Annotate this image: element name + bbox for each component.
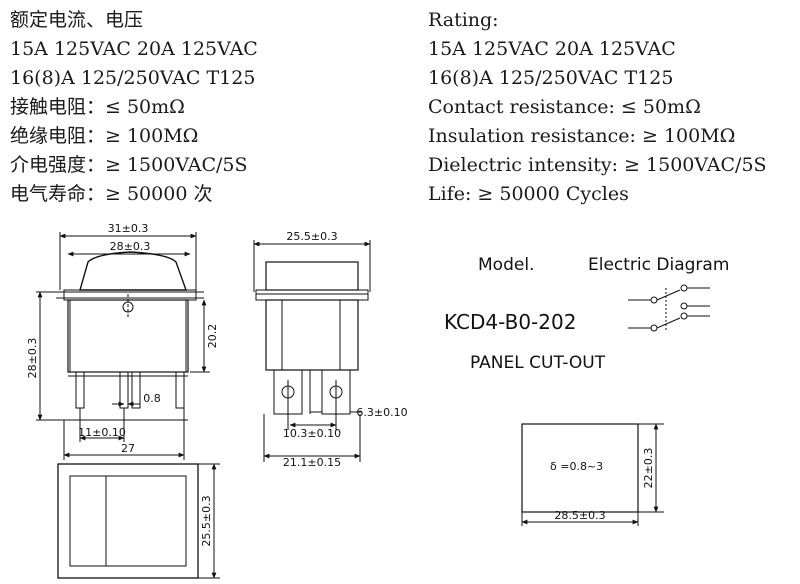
dim-side-top: 25.5±0.3 <box>286 230 337 243</box>
model-label: Model. <box>478 255 534 275</box>
panel-cutout-label: PANEL CUT-OUT <box>470 353 606 373</box>
dim-side-inner: 10.3±0.10 <box>283 427 341 440</box>
dim-top-outer: 31±0.3 <box>108 222 149 235</box>
spec-cn-contact: 接触电阻：≤ 50mΩ <box>10 96 185 118</box>
front-view <box>36 232 210 460</box>
dim-bottom-height: 25.5±0.3 <box>200 495 213 546</box>
dim-cutout-height: 22±0.3 <box>642 448 655 489</box>
spec-cn-insulation: 绝缘电阻：≥ 100MΩ <box>10 125 199 147</box>
spec-en-contact: Contact resistance: ≤ 50mΩ <box>428 96 701 118</box>
dim-cutout-width: 28.5±0.3 <box>554 509 605 522</box>
panel-cutout <box>521 423 664 526</box>
dim-side-bottom: 21.1±0.15 <box>283 456 341 469</box>
spec-cn-life: 电气寿命：≥ 50000 次 <box>10 183 213 205</box>
dim-front-bottom: 27 <box>121 442 135 455</box>
spec-en-rating-2: 16(8)A 125/250VAC T125 <box>428 67 674 89</box>
electric-diagram-label: Electric Diagram <box>588 255 729 275</box>
spec-en-insulation: Insulation resistance: ≥ 100MΩ <box>428 125 736 147</box>
side-view <box>253 240 371 462</box>
spec-cn-rating-2: 16(8)A 125/250VAC T125 <box>10 67 256 89</box>
spec-en-rating: Rating: <box>428 9 499 31</box>
spec-en-rating-1: 15A 125VAC 20A 125VAC <box>428 38 676 60</box>
spec-cn-rating-1: 15A 125VAC 20A 125VAC <box>10 38 258 60</box>
top-view <box>57 463 220 579</box>
cutout-thickness: δ =0.8~3 <box>550 460 603 473</box>
model-number: KCD4-B0-202 <box>444 310 576 334</box>
spec-cn-dielectric: 介电强度：≥ 1500VAC/5S <box>10 154 248 176</box>
english-spec-list: Rating: 15A 125VAC 20A 125VAC 16(8)A 125… <box>428 6 767 209</box>
dim-terminal-width: 0.8 <box>143 392 161 405</box>
spec-en-life: Life: ≥ 50000 Cycles <box>428 183 629 205</box>
dim-front-height: 28±0.3 <box>26 338 39 379</box>
dim-terminal-thickness: 6.3±0.10 <box>356 406 407 419</box>
dim-terminal-spacing: 11±0.10 <box>78 426 126 439</box>
chinese-spec-list: 额定电流、电压 15A 125VAC 20A 125VAC 16(8)A 125… <box>10 6 258 209</box>
dim-top-inner: 28±0.3 <box>110 240 151 253</box>
electric-diagram <box>628 284 710 332</box>
spec-cn-rating: 额定电流、电压 <box>10 9 144 31</box>
spec-en-dielectric: Dielectric intensity: ≥ 1500VAC/5S <box>428 154 767 176</box>
dim-front-right: 20.2 <box>206 324 219 349</box>
